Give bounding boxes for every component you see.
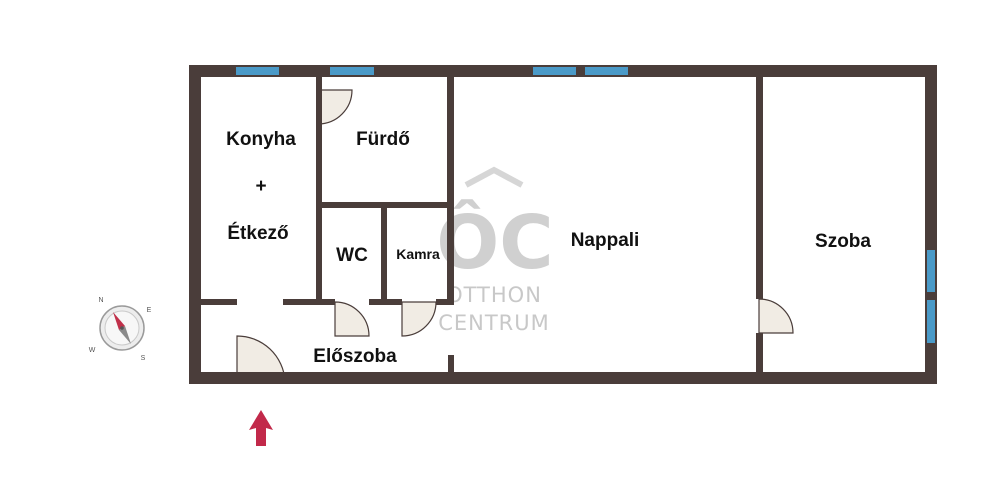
wall-stub-bottom	[448, 355, 454, 372]
wall-nappali-west	[447, 77, 454, 304]
entrance-arrow-icon	[249, 410, 273, 446]
wall-kitchen-south-left	[201, 299, 237, 305]
window-konyha	[236, 67, 279, 75]
wall-szoba-west-upper	[756, 77, 763, 299]
wall-bottom	[189, 372, 937, 384]
label-konyha: Konyha	[226, 129, 296, 150]
walls	[189, 65, 937, 384]
label-etkezo: Étkező	[227, 222, 288, 244]
label-furdo: Fürdő	[356, 129, 410, 150]
compass-letter-s: S	[141, 355, 146, 362]
watermark-line2: CENTRUM	[438, 311, 550, 335]
compass-needle-north	[113, 312, 125, 330]
window-szoba-2	[927, 300, 935, 343]
watermark-line1: OTTHON	[446, 283, 542, 307]
room-labels: Konyha + Étkező Fürdő WC Kamra Nappali S…	[226, 129, 871, 367]
window-szoba-1	[927, 250, 935, 292]
otthon-centrum-watermark: ÔC OTTHON CENTRUM	[436, 166, 554, 335]
compass-letter-w: W	[89, 347, 96, 354]
windows	[236, 67, 935, 343]
label-eloszoba: Előszoba	[313, 346, 397, 367]
wall-kamra-south	[436, 299, 454, 305]
wall-szoba-west-lower	[756, 333, 763, 372]
door-furdo	[317, 89, 353, 125]
wall-wc-south	[369, 299, 402, 305]
door-wc	[334, 301, 370, 337]
label-plus: +	[255, 176, 266, 197]
compass-letter-e: E	[147, 307, 152, 314]
wall-kitchen-south-right	[283, 299, 335, 305]
compass-needle-south	[119, 326, 131, 344]
doors	[236, 89, 794, 382]
window-furdo	[330, 67, 374, 75]
window-nappali-2	[585, 67, 628, 75]
watermark-monogram: ÔC	[436, 198, 553, 286]
label-szoba: Szoba	[815, 231, 871, 252]
watermark-roof-icon	[464, 166, 524, 188]
compass-letter-n: N	[98, 297, 103, 304]
compass-icon: N E S W	[89, 297, 152, 362]
label-wc: WC	[336, 245, 368, 266]
label-kamra: Kamra	[396, 246, 440, 262]
wall-left	[189, 65, 201, 384]
window-nappali-1	[533, 67, 576, 75]
door-szoba	[758, 298, 794, 334]
label-nappali: Nappali	[571, 230, 640, 251]
door-kamra	[401, 301, 437, 337]
wall-kitchen-east	[316, 77, 322, 304]
wall-wc-kamra	[381, 202, 387, 304]
